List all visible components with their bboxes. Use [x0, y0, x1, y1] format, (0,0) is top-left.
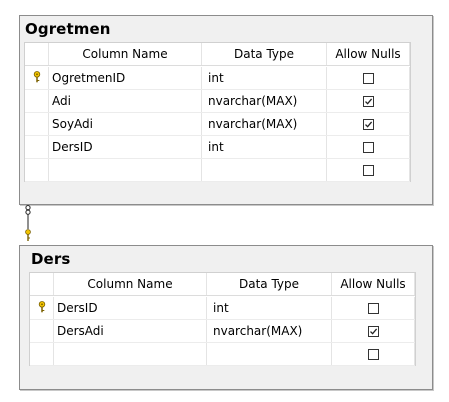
primary-key-icon — [32, 70, 42, 86]
data-type-cell[interactable]: nvarchar(MAX) — [202, 113, 327, 135]
column-name-header: Column Name — [49, 43, 202, 65]
allow-nulls-cell — [327, 113, 410, 135]
row-selector-header — [30, 273, 54, 295]
allow-nulls-checkbox[interactable] — [362, 118, 374, 130]
data-type-header: Data Type — [202, 43, 327, 65]
allow-nulls-checkbox[interactable] — [367, 348, 379, 360]
allow-nulls-checkbox[interactable] — [362, 95, 374, 107]
column-name-header: Column Name — [54, 273, 207, 295]
column-name-cell[interactable]: DersID — [54, 297, 207, 319]
allow-nulls-cell — [332, 343, 415, 365]
allow-nulls-cell — [327, 67, 410, 89]
infinity-icon — [25, 205, 31, 215]
allow-nulls-checkbox[interactable] — [367, 302, 379, 314]
data-type-cell[interactable]: int — [202, 67, 327, 89]
column-name-cell[interactable]: Adi — [49, 90, 202, 112]
row-selector[interactable] — [25, 113, 49, 135]
allow-nulls-cell — [327, 159, 410, 181]
allow-nulls-header: Allow Nulls — [332, 273, 415, 295]
row-selector[interactable] — [25, 159, 49, 181]
column-name-cell[interactable] — [49, 159, 202, 181]
relationship-line[interactable] — [25, 205, 31, 245]
table-ders[interactable]: Ders Column Name Data Type Allow Nulls D… — [19, 245, 433, 390]
data-type-cell[interactable] — [207, 343, 332, 365]
column-name-cell[interactable]: SoyAdi — [49, 113, 202, 135]
table-ogretmen[interactable]: Ogretmen Column Name Data Type Allow Nul… — [19, 15, 433, 205]
allow-nulls-checkbox[interactable] — [362, 141, 374, 153]
data-type-cell[interactable] — [202, 159, 327, 181]
row-selector[interactable] — [25, 136, 49, 158]
allow-nulls-header: Allow Nulls — [327, 43, 410, 65]
data-type-cell[interactable]: nvarchar(MAX) — [202, 90, 327, 112]
allow-nulls-checkbox[interactable] — [362, 72, 374, 84]
table-title[interactable]: Ders — [31, 250, 71, 268]
table-title[interactable]: Ogretmen — [25, 20, 111, 38]
primary-key-icon — [37, 300, 47, 316]
allow-nulls-cell — [327, 136, 410, 158]
row-selector[interactable] — [30, 297, 54, 319]
column-name-cell[interactable]: OgretmenID — [49, 67, 202, 89]
data-type-cell[interactable]: int — [202, 136, 327, 158]
row-selector-header — [25, 43, 49, 65]
data-type-header: Data Type — [207, 273, 332, 295]
allow-nulls-cell — [327, 90, 410, 112]
column-name-cell[interactable]: DersID — [49, 136, 202, 158]
grid-header: Column Name Data Type Allow Nulls — [25, 43, 410, 66]
row-selector[interactable] — [30, 343, 54, 365]
table-row[interactable] — [25, 159, 410, 182]
allow-nulls-cell — [332, 297, 415, 319]
data-type-cell[interactable]: int — [207, 297, 332, 319]
row-selector[interactable] — [30, 320, 54, 342]
key-icon — [25, 229, 31, 241]
table-row[interactable] — [30, 343, 415, 366]
row-selector[interactable] — [25, 90, 49, 112]
column-grid: Column Name Data Type Allow Nulls Ogretm… — [24, 42, 411, 182]
allow-nulls-cell — [332, 320, 415, 342]
column-name-cell[interactable] — [54, 343, 207, 365]
allow-nulls-checkbox[interactable] — [362, 164, 374, 176]
allow-nulls-checkbox[interactable] — [367, 325, 379, 337]
data-type-cell[interactable]: nvarchar(MAX) — [207, 320, 332, 342]
column-name-cell[interactable]: DersAdi — [54, 320, 207, 342]
grid-header: Column Name Data Type Allow Nulls — [30, 273, 415, 296]
column-grid: Column Name Data Type Allow Nulls DersID… — [29, 272, 416, 366]
row-selector[interactable] — [25, 67, 49, 89]
